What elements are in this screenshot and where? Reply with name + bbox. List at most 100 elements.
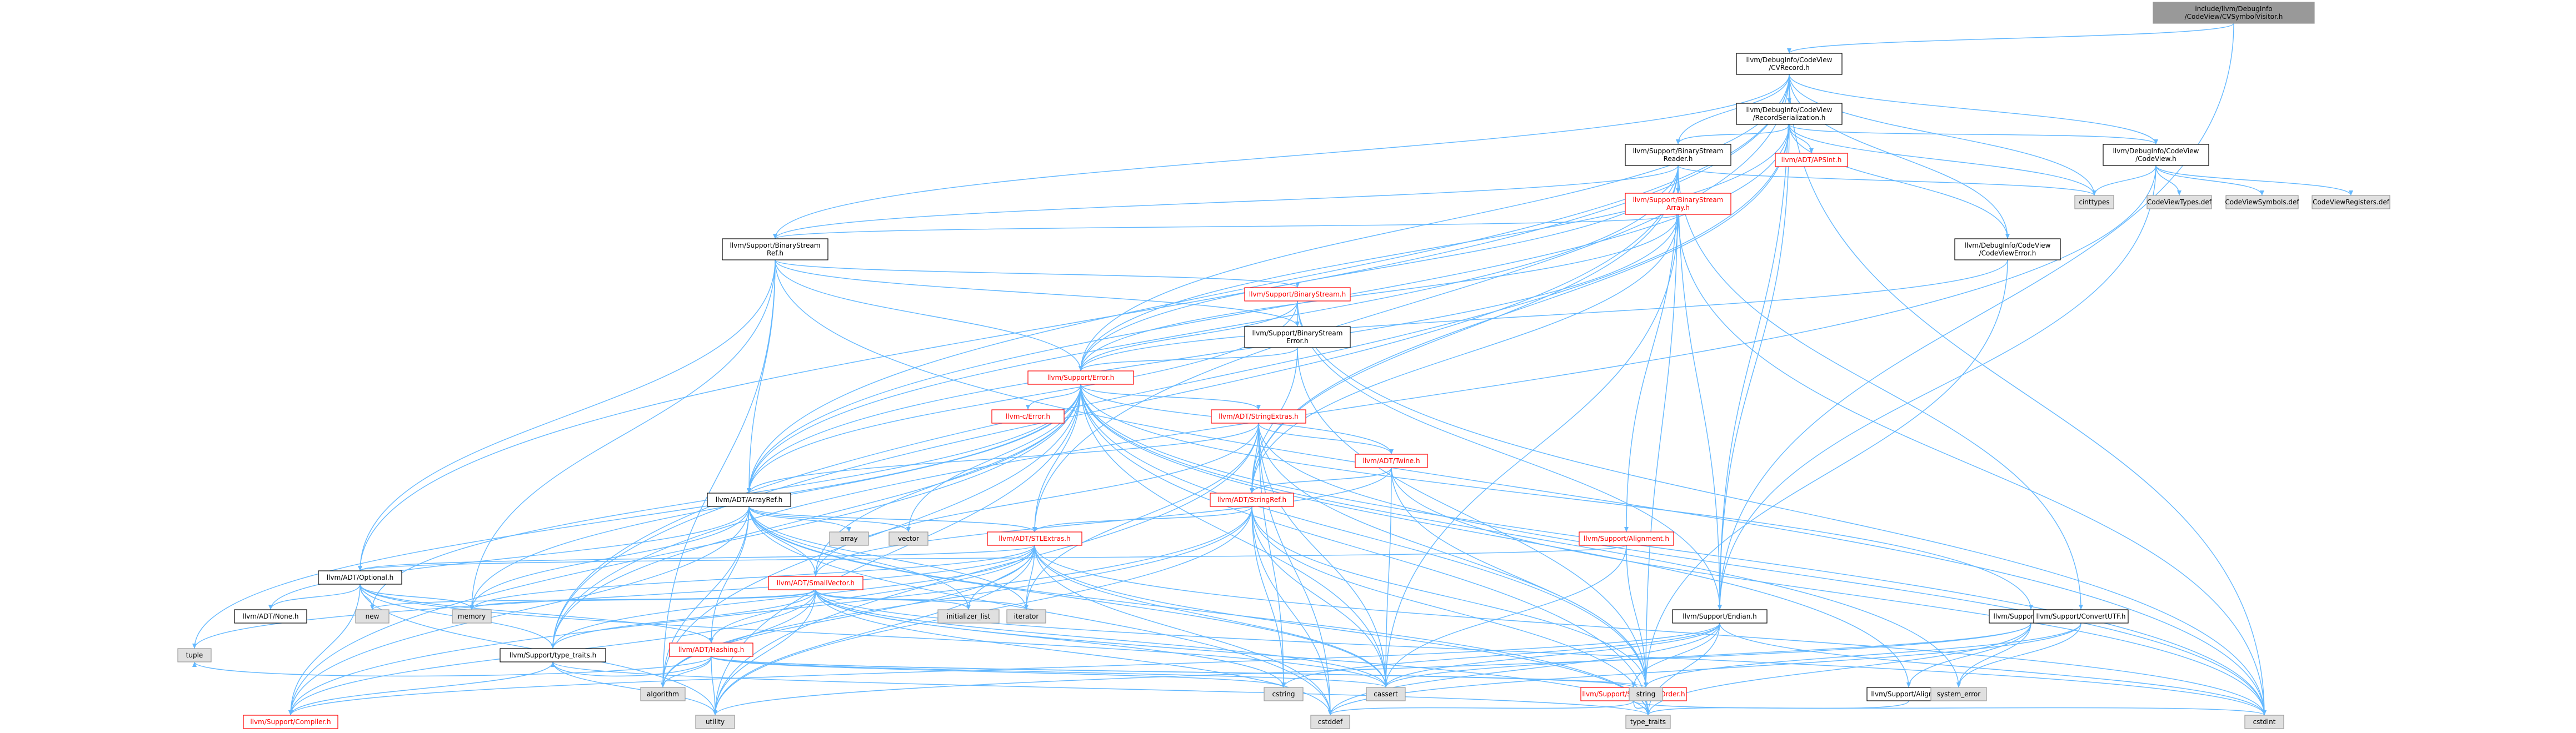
edge-error-to-tuple (194, 384, 1081, 649)
node-bs[interactable]: llvm/Support/BinaryStream.h (1244, 287, 1351, 302)
node-endian[interactable]: llvm/Support/Endian.h (1672, 609, 1768, 624)
node-algorithm[interactable]: algorithm (640, 687, 686, 701)
edge-error-to-syserror (1080, 384, 1959, 688)
node-cerror[interactable]: llvm-c/Error.h (991, 409, 1065, 424)
edge-arrayref-to-stlextras (748, 506, 1035, 533)
edge-arrayref-to-algorithm (662, 506, 750, 688)
edge-cvrecord-to-error (1080, 74, 1790, 371)
edge-cvrecord-to-stlextras (1034, 74, 1790, 533)
node-label: CodeViewTypes.def (2147, 198, 2212, 206)
edge-error-to-string (1080, 384, 1646, 688)
arrowhead-recser-to-apsint (1809, 148, 1814, 153)
node-box (355, 609, 390, 624)
node-box (1310, 715, 1350, 729)
node-cassert[interactable]: cassert (1366, 687, 1406, 701)
node-compiler[interactable]: llvm/Support/Compiler.h (243, 715, 338, 729)
arrowhead-smallvector-to-iterator (1024, 605, 1029, 610)
edge-hashing-to-tuple (194, 656, 712, 677)
arrowhead-endian-to-cstring (1281, 682, 1286, 687)
node-new[interactable]: new (355, 609, 390, 624)
edge-stlextras-to-utility (715, 545, 1035, 716)
node-stdtypetraits[interactable]: type_traits (1625, 715, 1671, 729)
edge-stringref-to-cstring (1251, 506, 1284, 688)
node-stringextras[interactable]: llvm/ADT/StringExtras.h (1211, 409, 1306, 424)
edge-endian-to-compiler (290, 622, 1720, 716)
arrowhead-optional-to-none (268, 605, 273, 610)
node-cstdint[interactable]: cstdint (2244, 715, 2284, 729)
node-box (707, 493, 791, 507)
node-error[interactable]: llvm/Support/Error.h (1027, 370, 1134, 385)
node-twine[interactable]: llvm/ADT/Twine.h (1355, 454, 1428, 468)
node-cverror[interactable]: llvm/DebugInfo/CodeView/CodeViewError.h (1954, 238, 2061, 260)
node-utility[interactable]: utility (695, 715, 735, 729)
node-smallvector[interactable]: llvm/ADT/SmallVector.h (768, 576, 863, 590)
node-string[interactable]: string (1629, 687, 1663, 701)
node-none[interactable]: llvm/ADT/None.h (234, 609, 307, 624)
node-label: CodeViewRegisters.def (2313, 198, 2390, 206)
arrowhead-stringextras-to-arrayref (747, 488, 751, 493)
node-tuple[interactable]: tuple (177, 648, 212, 662)
node-label: /CodeView.h (2135, 155, 2176, 163)
edge-bsreader-to-cinttypes (1678, 165, 2095, 196)
edge-stlextras-to-initlist (968, 545, 1035, 610)
node-root[interactable]: include/llvm/DebugInfo/CodeView/CVSymbol… (2153, 2, 2315, 24)
edge-cverror-to-string (1645, 259, 2008, 688)
node-label: llvm/Support/BinaryStream.h (1249, 290, 1346, 298)
edge-codeview-to-cinttypes (2094, 165, 2156, 196)
node-syserror[interactable]: system_error (1930, 687, 1987, 701)
node-recser[interactable]: llvm/DebugInfo/CodeView/RecordSerializat… (1736, 103, 1843, 125)
edge-hashing-to-cstring (711, 656, 1284, 688)
node-codeview[interactable]: llvm/DebugInfo/CodeView/CodeView.h (2103, 144, 2209, 166)
node-box (234, 609, 307, 624)
node-box (829, 531, 869, 546)
node-array[interactable]: array (829, 531, 869, 546)
edge-error-to-compiler (290, 384, 1081, 716)
node-optional[interactable]: llvm/ADT/Optional.h (318, 570, 402, 585)
node-cvrecord[interactable]: llvm/DebugInfo/CodeView/CVRecord.h (1736, 53, 1843, 75)
edge-error-to-alignof (1080, 384, 1909, 688)
edge-swaporder-to-cstddef (1330, 700, 1634, 716)
node-cvregdef[interactable]: CodeViewRegisters.def (2312, 195, 2390, 209)
node-vector[interactable]: vector (888, 531, 928, 546)
node-cstddef[interactable]: cstddef (1310, 715, 1350, 729)
node-convutf[interactable]: llvm/Support/ConvertUTF.h (2033, 609, 2129, 624)
node-initlist[interactable]: initializer_list (937, 609, 1000, 624)
arrowhead-smallvector-to-initlist (966, 605, 971, 610)
node-stlextras[interactable]: llvm/ADT/STLExtras.h (987, 531, 1082, 546)
edge-bsarray-to-stringref (1251, 214, 1679, 494)
edge-bsarray-to-cstdint (1678, 214, 2265, 716)
node-iterator[interactable]: iterator (1006, 609, 1046, 624)
node-label: llvm/Support/ConvertUTF.h (2036, 612, 2126, 620)
node-box (1211, 409, 1306, 424)
node-cstring[interactable]: cstring (1264, 687, 1304, 701)
edge-stlextras-to-tuple (194, 545, 1035, 649)
node-hashing[interactable]: llvm/ADT/Hashing.h (669, 642, 753, 657)
edge-stlextras-to-stdtypetraits (1034, 545, 1649, 716)
edge-arrayref-to-none (270, 506, 750, 610)
node-apsint[interactable]: llvm/ADT/APSInt.h (1775, 153, 1848, 167)
node-cvsymdef[interactable]: CodeViewSymbols.def (2225, 195, 2299, 209)
node-box (640, 687, 686, 701)
node-box (2244, 715, 2284, 729)
node-box (1366, 687, 1406, 701)
edge-recser-to-typetraits (552, 124, 1790, 649)
node-label: llvm/Support/BinaryStream (1252, 329, 1343, 337)
node-cvtypesdef[interactable]: CodeViewTypes.def (2146, 195, 2212, 209)
edge-arrayref-to-vector (748, 506, 909, 533)
edges-layer (192, 23, 2353, 716)
arrowhead-alignof-to-stdtypetraits (1646, 710, 1650, 715)
node-typetraits[interactable]: llvm/Support/type_traits.h (500, 648, 606, 662)
node-memory[interactable]: memory (452, 609, 492, 624)
node-cinttypes[interactable]: cinttypes (2074, 195, 2114, 209)
node-label: llvm/ADT/StringExtras.h (1219, 413, 1298, 420)
edge-stlextras-to-hashing (711, 545, 1035, 644)
node-alignment[interactable]: llvm/Support/Alignment.h (1579, 531, 1674, 546)
node-label: cstring (1272, 690, 1295, 698)
node-stringref[interactable]: llvm/ADT/StringRef.h (1210, 493, 1294, 507)
edge-recser-to-error (1080, 124, 1790, 371)
node-arrayref[interactable]: llvm/ADT/ArrayRef.h (707, 493, 791, 507)
